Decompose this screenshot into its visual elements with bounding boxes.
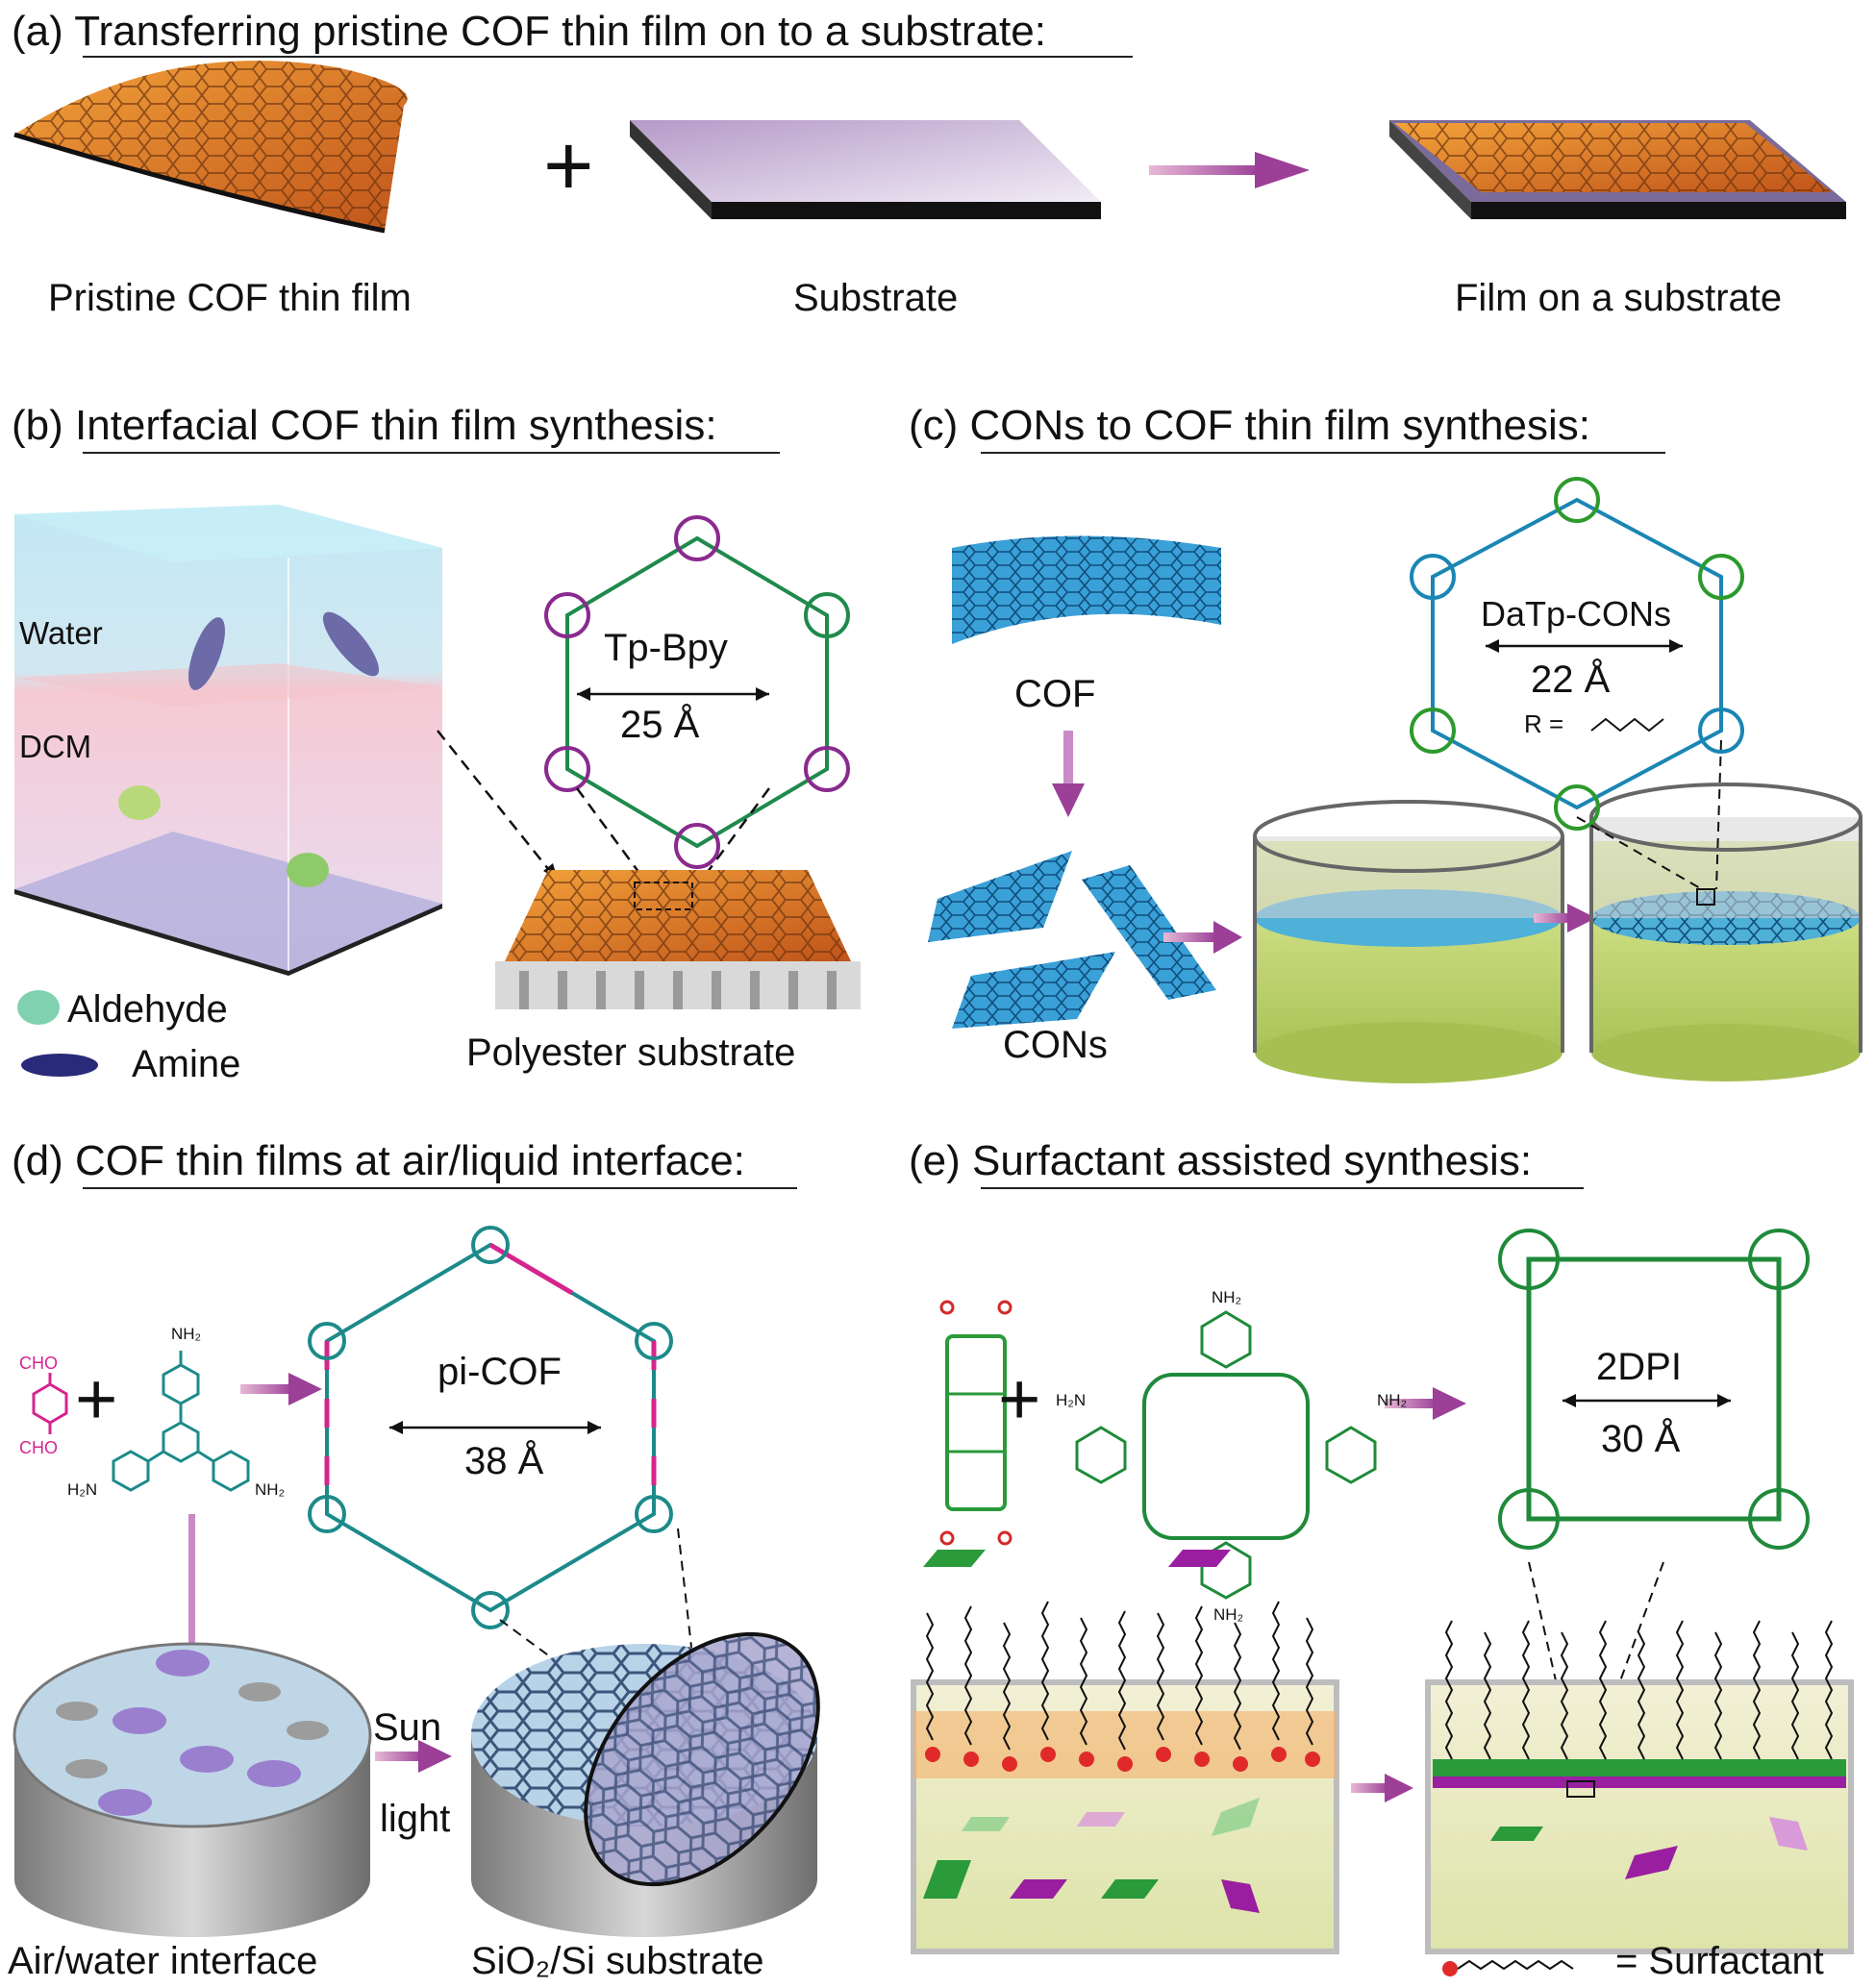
tp-bpy-pore-size: 25 Å	[620, 704, 700, 746]
pi-cof-name: pi-COF	[438, 1351, 562, 1393]
tp-bpy-framework-ring	[544, 515, 850, 869]
terephthalaldehyde-molecule	[32, 1373, 68, 1434]
nh2-bottom-e: NH₂	[1213, 1605, 1244, 1624]
petri-dish-1	[12, 1642, 372, 1937]
panel-b-underline	[83, 452, 780, 454]
panel-a-underline	[83, 56, 1133, 58]
label-air-water-interface: Air/water interface	[8, 1940, 318, 1982]
panel-e-graphics	[911, 1229, 1854, 1976]
beaker-2	[1589, 783, 1862, 1081]
label-cof: COF	[1014, 673, 1096, 715]
panel-d-underline	[83, 1187, 797, 1189]
legend-amine-icon	[21, 1054, 98, 1077]
datp-cons-name: DaTp-CONs	[1481, 594, 1672, 634]
panel-c-heading: (c) CONs to COF thin film synthesis:	[909, 402, 1591, 449]
nh2-top-d: NH₂	[171, 1325, 202, 1343]
pore-arrow-d	[389, 1421, 601, 1434]
r-group-chain	[1590, 717, 1664, 733]
panel-d-heading: (d) COF thin films at air/liquid interfa…	[12, 1137, 745, 1184]
arrow-c-down	[1052, 731, 1085, 817]
arrow-d-right	[240, 1373, 322, 1405]
label-dcm: DCM	[19, 729, 92, 764]
triamine-molecule	[112, 1351, 250, 1492]
panel-d-graphics	[12, 1226, 820, 1937]
arrow-e-right	[1385, 1387, 1466, 1420]
trough-1	[911, 1601, 1339, 1954]
cho-bottom: CHO	[19, 1438, 58, 1457]
cons-sheets	[928, 851, 1216, 1029]
film-on-substrate	[1389, 120, 1846, 219]
panel-c-underline	[981, 452, 1665, 454]
pi-cof-pore-size: 38 Å	[464, 1440, 544, 1482]
label-cons: CONs	[1003, 1024, 1108, 1066]
petri-dish-2	[471, 1631, 820, 1937]
arrow-c-2	[1534, 904, 1596, 932]
datp-cons-pore-size: 22 Å	[1531, 659, 1611, 701]
legend-amine: Amine	[132, 1043, 241, 1085]
beaker-1	[1253, 800, 1564, 1083]
arrow-c-1	[1163, 921, 1242, 954]
label-sio2-si-substrate: SiO₂/Si substrate	[471, 1940, 764, 1982]
surfactant-legend-icon	[1442, 1959, 1574, 1976]
plus-sign-e: +	[998, 1358, 1041, 1440]
label-light: light	[380, 1798, 451, 1840]
legend-aldehyde-icon	[17, 990, 60, 1025]
ptcda-molecule	[939, 1300, 1012, 1546]
r-group-label: R =	[1524, 709, 1564, 738]
label-polyester-substrate: Polyester substrate	[466, 1031, 796, 1074]
panel-c-graphics	[928, 477, 1862, 1083]
label-water: Water	[19, 615, 103, 651]
legend-surfactant: = Surfactant	[1615, 1940, 1824, 1982]
arrow-d-sun	[375, 1740, 452, 1773]
pore-arrow-c	[1486, 639, 1683, 653]
panel-a-heading: (a) Transferring pristine COF thin film …	[12, 8, 1046, 55]
label-film-on-substrate: Film on a substrate	[1455, 277, 1783, 319]
datp-cons-ring	[1410, 477, 1744, 831]
label-substrate: Substrate	[793, 277, 959, 319]
panel-e-underline	[981, 1187, 1584, 1189]
amine-molecules	[188, 611, 380, 690]
cho-top: CHO	[19, 1354, 58, 1373]
porphyrin-floating-purple	[1168, 1550, 1231, 1567]
polyester-membrane	[495, 870, 861, 1009]
nh2-right-e: NH₂	[1377, 1391, 1408, 1409]
pore-arrow-b	[577, 687, 769, 701]
2dpi-square-framework	[1498, 1229, 1810, 1550]
tp-bpy-name: Tp-Bpy	[604, 627, 728, 669]
label-pristine-film: Pristine COF thin film	[48, 277, 412, 319]
panel-b-heading: (b) Interfacial COF thin film synthesis:	[12, 402, 717, 449]
nh2-right-d: NH₂	[255, 1480, 286, 1499]
arrow-e-trough	[1351, 1774, 1413, 1802]
cof-stack	[952, 535, 1221, 644]
panel-e-heading: (e) Surfactant assisted synthesis:	[909, 1137, 1533, 1184]
2dpi-pore-size: 30 Å	[1601, 1418, 1681, 1460]
label-sun: Sun	[373, 1706, 442, 1749]
panel-b-graphics	[14, 505, 861, 1077]
porphyrin-molecule	[1075, 1310, 1377, 1600]
h2n-left-d: H₂N	[67, 1480, 98, 1499]
panel-a-graphics	[13, 61, 1846, 234]
plus-sign-a: +	[543, 118, 594, 214]
h2n-left-e: H₂N	[1056, 1391, 1087, 1409]
nh2-top-e: NH₂	[1212, 1288, 1242, 1306]
2dpi-name: 2DPI	[1596, 1346, 1682, 1388]
pi-cof-ring	[308, 1226, 673, 1629]
legend-aldehyde: Aldehyde	[67, 988, 228, 1031]
trough-2	[1425, 1620, 1854, 1954]
aldehyde-molecules	[118, 785, 329, 887]
arrow-a	[1149, 152, 1310, 188]
substrate-slab	[630, 120, 1101, 219]
pore-arrow-e	[1562, 1394, 1731, 1407]
plus-sign-d: +	[75, 1358, 118, 1440]
pdi-floating-green	[923, 1550, 986, 1567]
